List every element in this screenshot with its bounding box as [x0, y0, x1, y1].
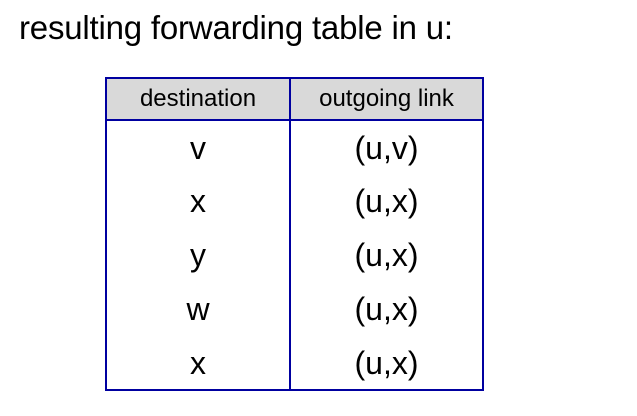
- table-header-row: destination outgoing link: [105, 77, 484, 121]
- column-header-destination: destination: [105, 77, 291, 121]
- column-header-outgoing-link: outgoing link: [289, 77, 484, 121]
- cell-outgoing-link: (u,x): [289, 174, 484, 228]
- cell-outgoing-link: (u,x): [289, 228, 484, 282]
- cell-outgoing-link: (u,v): [289, 120, 484, 174]
- table-row: w (u,x): [105, 282, 484, 336]
- cell-destination: v: [105, 120, 291, 174]
- cell-destination: x: [105, 336, 291, 391]
- table-body: v (u,v) x (u,x) y (u,x) w (u,x) x (u,x): [105, 120, 484, 391]
- cell-outgoing-link: (u,x): [289, 336, 484, 391]
- table-row: y (u,x): [105, 228, 484, 282]
- cell-outgoing-link: (u,x): [289, 282, 484, 336]
- page-title: resulting forwarding table in u:: [19, 9, 453, 46]
- table-row: x (u,x): [105, 174, 484, 228]
- cell-destination: x: [105, 174, 291, 228]
- table-header: destination outgoing link: [105, 77, 484, 121]
- cell-destination: w: [105, 282, 291, 336]
- cell-destination: y: [105, 228, 291, 282]
- table-row: x (u,x): [105, 336, 484, 391]
- table-row: v (u,v): [105, 120, 484, 174]
- forwarding-table: destination outgoing link v (u,v) x (u,x…: [105, 77, 484, 391]
